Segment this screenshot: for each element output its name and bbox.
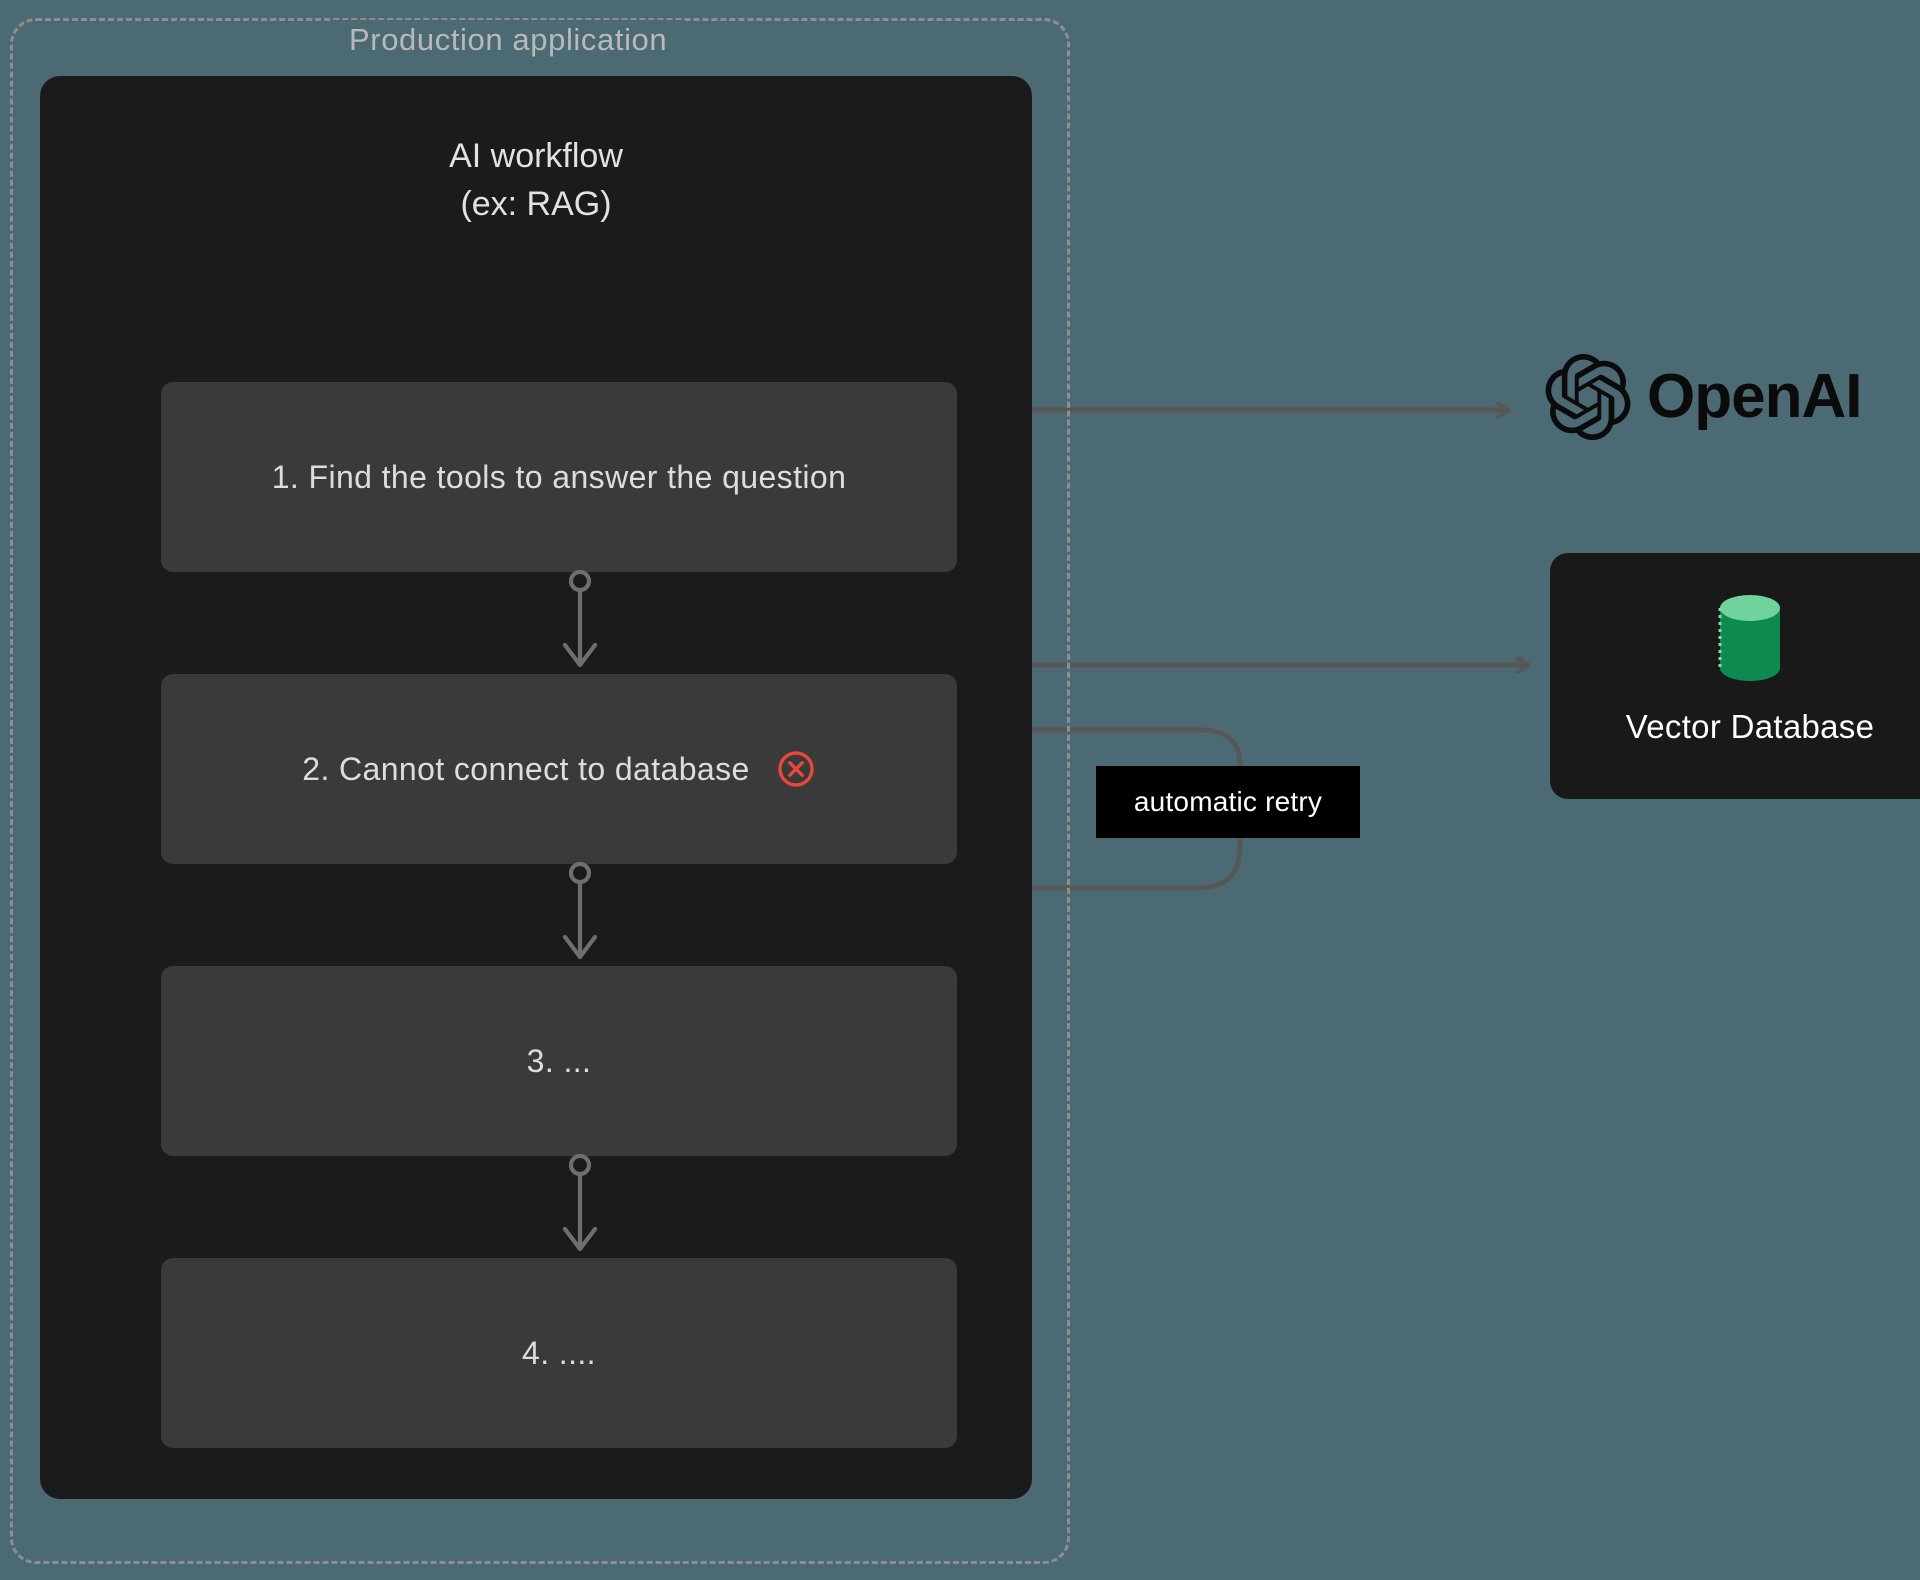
step-4-label: 4. .... bbox=[522, 1334, 596, 1371]
workflow-step-1[interactable]: 1. Find the tools to answer the question bbox=[161, 382, 957, 572]
database-cylinder-icon bbox=[1718, 595, 1780, 681]
automatic-retry-text: automatic retry bbox=[1133, 786, 1323, 817]
vector-database-service[interactable]: Vector Database bbox=[1550, 553, 1920, 799]
ai-workflow-panel: AI workflow (ex: RAG) 1. Find the tools … bbox=[40, 76, 1032, 1499]
workflow-step-4[interactable]: 4. .... bbox=[161, 1258, 957, 1448]
ai-workflow-title: AI workflow (ex: RAG) bbox=[449, 137, 623, 223]
step-1-label: 1. Find the tools to answer the question bbox=[271, 458, 847, 495]
workflow-step-2[interactable]: 2. Cannot connect to database bbox=[161, 674, 957, 864]
connector-step3-step4 bbox=[550, 1153, 610, 1258]
step-3-label: 3. ... bbox=[526, 1042, 592, 1079]
automatic-retry-label: automatic retry bbox=[1096, 766, 1360, 838]
openai-wordmark: OpenAI bbox=[1647, 362, 1862, 431]
production-application-label: Production application bbox=[331, 20, 686, 60]
step-2-content: 2. Cannot connect to database bbox=[302, 749, 815, 789]
step-1-content: 1. Find the tools to answer the question bbox=[272, 459, 847, 496]
openai-knot-logo-icon bbox=[1545, 354, 1631, 440]
arrow-down-with-node-icon bbox=[562, 569, 598, 668]
step-3-content: 3. ... bbox=[527, 1043, 592, 1080]
connector-step1-step2 bbox=[550, 569, 610, 674]
error-circle-x-icon bbox=[778, 751, 814, 787]
workflow-step-3[interactable]: 3. ... bbox=[161, 966, 957, 1156]
step-4-content: 4. .... bbox=[522, 1335, 596, 1372]
arrow-down-with-node-icon bbox=[562, 1153, 598, 1252]
vector-database-label: Vector Database bbox=[1625, 708, 1875, 745]
connector-step2-step3 bbox=[550, 861, 610, 966]
openai-service[interactable]: OpenAI bbox=[1545, 352, 1905, 442]
arrow-down-with-node-icon bbox=[562, 861, 598, 960]
step-2-label: 2. Cannot connect to database bbox=[302, 750, 750, 787]
